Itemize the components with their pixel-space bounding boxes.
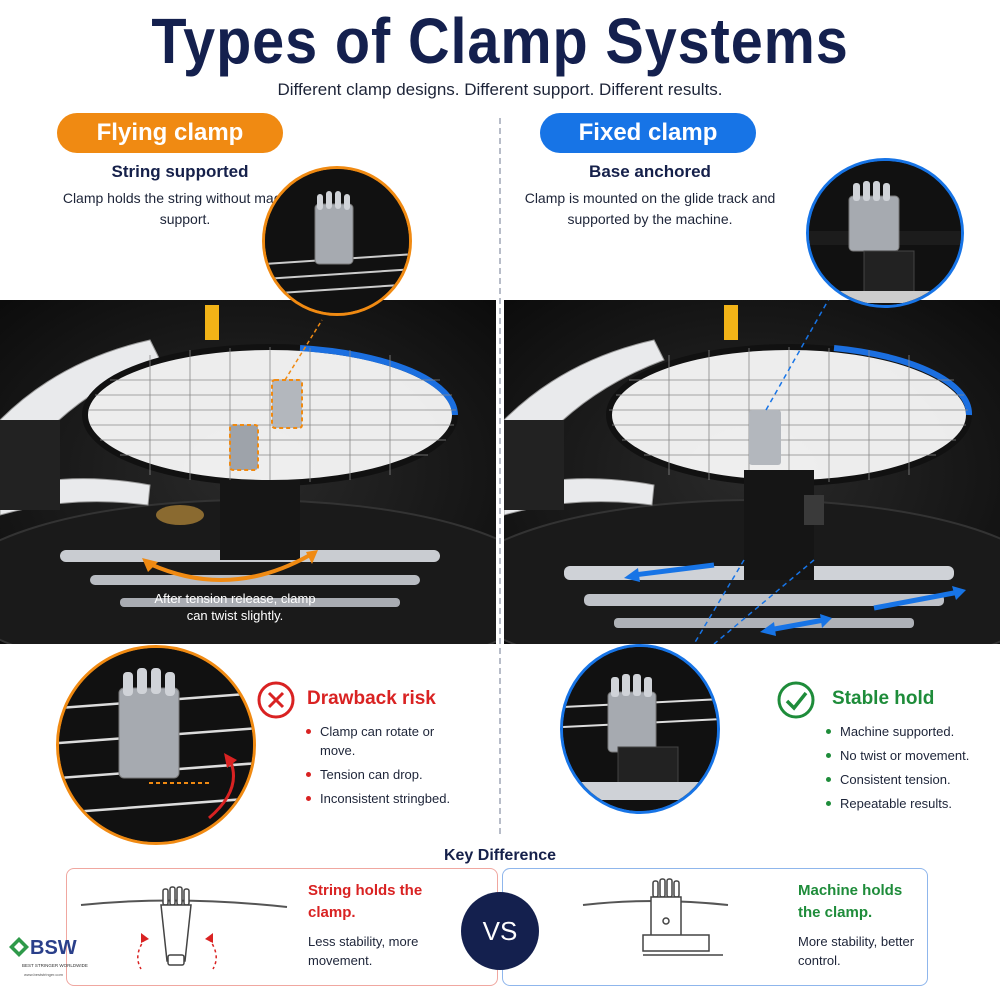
left-subheading: String supported bbox=[111, 162, 249, 181]
machine-holds-desc: More stability, better control. bbox=[798, 934, 915, 968]
page-title: Types of Clamp Systems bbox=[151, 5, 849, 77]
fixed-clamp-diagram bbox=[582, 878, 729, 956]
fixed-clamp-machine-image bbox=[504, 300, 1000, 644]
flying-clamp-pill: Flying clamp bbox=[57, 113, 283, 153]
list-item: No twist or movement. bbox=[824, 746, 994, 765]
list-item: Inconsistent stringbed. bbox=[304, 789, 464, 808]
machine-holds-box bbox=[502, 868, 928, 986]
bsw-url: www.beststringer.com bbox=[24, 972, 63, 977]
center-divider bbox=[499, 118, 501, 834]
left-description: Clamp holds the string without machine s… bbox=[62, 190, 308, 227]
bsw-logo-icon bbox=[8, 936, 30, 958]
twist-caption: After tension release, clamp can twist s… bbox=[154, 591, 316, 623]
string-holds-desc: Less stability, more movement. bbox=[308, 934, 419, 968]
machine-holds-title: Machine holds the clamp. bbox=[798, 882, 903, 921]
list-item: Consistent tension. bbox=[824, 770, 994, 789]
fixed-clamp-zoom-bottom bbox=[560, 644, 720, 814]
stable-hold-list: Machine supported. No twist or movement.… bbox=[824, 722, 994, 818]
list-item: Tension can drop. bbox=[304, 765, 464, 784]
check-circle-icon bbox=[776, 680, 816, 720]
string-holds-title: String holds the clamp. bbox=[308, 882, 423, 921]
vs-badge: VS bbox=[461, 892, 539, 970]
fixed-clamp-zoom-top bbox=[806, 158, 964, 308]
drawback-risk-list: Clamp can rotate or move. Tension can dr… bbox=[304, 722, 464, 813]
flying-clamp-diagram bbox=[80, 886, 288, 970]
right-description: Clamp is mounted on the glide track and … bbox=[524, 190, 776, 227]
list-item: Repeatable results. bbox=[824, 794, 994, 813]
x-circle-icon bbox=[256, 680, 296, 720]
list-item: Clamp can rotate or move. bbox=[304, 722, 464, 760]
key-difference-heading: Key Difference bbox=[443, 847, 557, 864]
right-subheading: Base anchored bbox=[589, 162, 711, 181]
stable-hold-title: Stable hold bbox=[832, 688, 935, 709]
flying-clamp-zoom-top bbox=[262, 166, 412, 316]
bsw-logo: BSW bbox=[30, 937, 77, 959]
page-subtitle: Different clamp designs. Different suppo… bbox=[277, 80, 723, 99]
fixed-clamp-pill: Fixed clamp bbox=[540, 113, 756, 153]
flying-clamp-zoom-bottom bbox=[56, 645, 256, 845]
bsw-tagline: BEST STRINGER WORLDWIDE bbox=[22, 963, 88, 968]
drawback-risk-title: Drawback risk bbox=[307, 688, 436, 709]
flying-clamp-machine-image bbox=[0, 300, 496, 644]
string-holds-box bbox=[66, 868, 498, 986]
list-item: Machine supported. bbox=[824, 722, 994, 741]
